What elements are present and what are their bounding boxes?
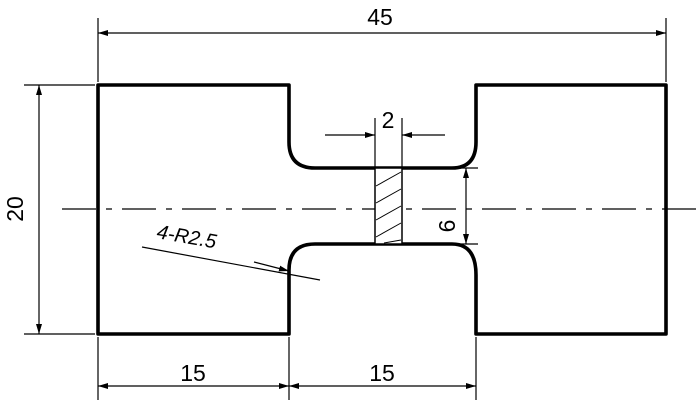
dimension-left-length: 15 [97,337,290,400]
dimension-overall-length: 45 [97,4,667,82]
dimension-neck-length-label: 15 [369,360,395,386]
dimension-height-label: 20 [2,196,28,222]
dimension-neck-length: 15 [289,337,477,400]
dimension-neck-height: 6 [405,167,478,245]
gauge-section-hatch [374,167,403,245]
dimension-left-length-label: 15 [180,360,206,386]
dimension-height: 20 [2,84,95,335]
dimension-neck-height-label: 6 [434,220,460,233]
dimension-overall-length-label: 45 [367,4,393,30]
part-outline [96,83,668,336]
dimension-gauge-width: 2 [325,107,445,168]
fillet-radius-label: 4-R2.5 [155,221,219,253]
dimension-gauge-width-label: 2 [382,107,395,133]
